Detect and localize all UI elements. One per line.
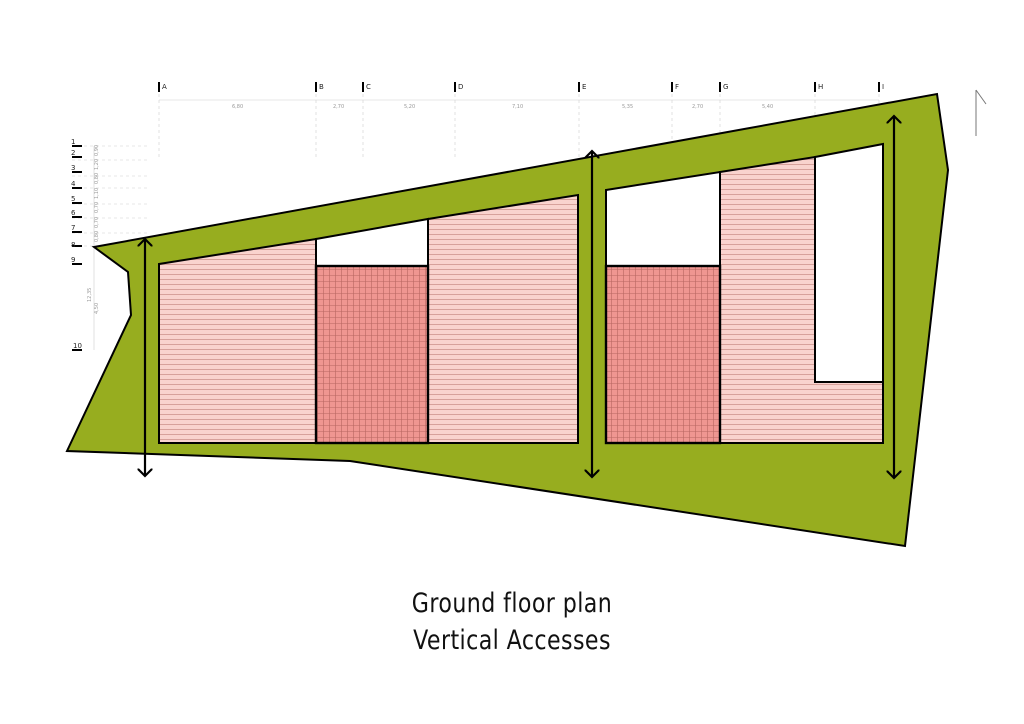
grid-row-label: 2 <box>71 149 75 157</box>
striped-block <box>427 193 579 444</box>
grid-row-label: 5 <box>71 195 75 203</box>
grid-row-label: 8 <box>71 241 75 249</box>
grid-column-label: B <box>319 83 324 91</box>
caption-subtitle: Vertical Accesses <box>413 625 611 656</box>
column-dimension: 5,35 <box>622 104 633 110</box>
row-dimension: 1,10 <box>94 188 100 199</box>
column-dimension: 6,80 <box>232 104 243 110</box>
column-dimension: 5,20 <box>404 104 415 110</box>
grid-column-labels: A B C D E F G H I <box>162 83 884 91</box>
grid-row-label: 6 <box>71 209 76 217</box>
grid-row-label: 3 <box>71 164 75 172</box>
grid-column-label: A <box>162 83 167 91</box>
grid-row-label: 9 <box>71 256 75 264</box>
grid-column-markers <box>158 82 880 92</box>
row-dimension: 0,70 <box>94 217 100 228</box>
row-dimension: 0,80 <box>94 173 100 184</box>
grid-row-label: 10 <box>73 342 82 350</box>
grid-row-label: 7 <box>71 224 75 232</box>
grid-block <box>314 264 430 445</box>
void-area <box>814 142 884 383</box>
grid-column-label: D <box>458 83 463 91</box>
grid-column-label: C <box>366 83 371 91</box>
grid-row-label: 1 <box>71 138 75 146</box>
column-dimension-labels: 6,80 2,70 5,20 7,10 5,35 2,70 5,40 <box>232 104 773 110</box>
grid-column-label: F <box>675 83 679 91</box>
caption-title: Ground floor plan <box>411 588 613 619</box>
column-dimension: 7,10 <box>512 104 523 110</box>
grid-row-labels: 1 2 3 4 5 6 7 8 9 10 <box>71 138 82 350</box>
column-dimension: 2,70 <box>333 104 344 110</box>
column-dimension: 2,70 <box>692 104 703 110</box>
grid-row-label: 4 <box>71 180 76 188</box>
row-dimension: 12,35 <box>87 288 93 302</box>
grid-row-markers <box>72 145 82 351</box>
grid-column-label: E <box>582 83 586 91</box>
row-dimension: 0,90 <box>94 145 100 156</box>
row-dimension: 1,20 <box>94 159 100 170</box>
striped-block <box>158 237 317 444</box>
vertical-accesses <box>145 116 894 478</box>
row-dimension: 0,80 <box>94 231 100 242</box>
grid-column-label: G <box>723 83 728 91</box>
row-dimension: 4,50 <box>94 303 100 314</box>
row-dimension: 0,70 <box>94 202 100 213</box>
north-arrow-icon <box>975 89 987 136</box>
row-dimension-labels: 0,90 1,20 0,80 1,10 0,70 0,70 0,80 12,35… <box>87 145 100 314</box>
grid-column-label: H <box>818 83 823 91</box>
grid-block <box>604 264 722 445</box>
grid-column-label: I <box>882 83 884 91</box>
column-dimension: 5,40 <box>762 104 773 110</box>
